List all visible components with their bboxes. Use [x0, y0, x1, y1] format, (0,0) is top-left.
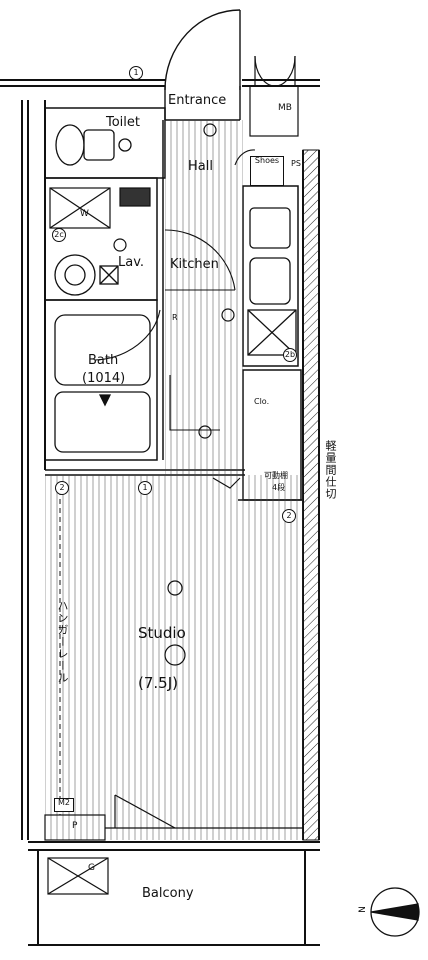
marker-two-right: 2 — [282, 509, 296, 523]
interior-doors — [94, 149, 256, 489]
room-studio-size: (7.5J) — [138, 674, 178, 692]
partition-label: 軽量間仕切 — [324, 440, 337, 500]
hanger-rail-label: ハンガーレール — [56, 600, 69, 684]
right-wall-hatch — [302, 149, 320, 841]
mb-cupboard — [249, 55, 299, 137]
ceiling-lights — [113, 123, 235, 666]
ps-label: PS — [291, 159, 301, 168]
movable-shelf-label: 可動棚 — [264, 471, 288, 480]
marker-one-studio: 1 — [138, 481, 152, 495]
room-hall-label: Hall — [188, 159, 213, 174]
room-balcony-label: Balcony — [142, 886, 194, 901]
compass — [370, 887, 420, 937]
marker-two-kitchen: 2b — [283, 348, 297, 362]
marker-one-top: 1 — [129, 66, 143, 80]
room-lavatory-label: Lav. — [118, 255, 145, 270]
room-toilet-label: Toilet — [106, 115, 141, 130]
m2-label: M2 — [54, 798, 74, 812]
room-kitchen-label: Kitchen — [170, 257, 219, 272]
window-sill — [44, 794, 303, 841]
room-entrance-label: Entrance — [168, 93, 227, 108]
lavatory-basin — [54, 254, 119, 296]
room-bath-label: Bath — [88, 353, 119, 368]
room-bath-size: (1014) — [82, 371, 126, 386]
closet-label: Clo. — [254, 397, 270, 406]
studio-floor — [45, 475, 303, 840]
toilet-fixture — [55, 124, 132, 166]
p-label: P — [72, 821, 78, 831]
compass-north-label: N — [357, 906, 368, 913]
mb-label: MB — [278, 103, 292, 113]
marker-two-lav: 2c — [52, 228, 66, 242]
ac-outdoor-unit — [47, 857, 109, 895]
bathtub — [54, 314, 151, 453]
room-studio-label: Studio — [138, 624, 186, 642]
r-label: R — [172, 313, 178, 322]
shoes-cabinet-label: Shoes — [250, 156, 284, 186]
entrance-door — [164, 9, 241, 120]
kitchen-equipment — [247, 207, 297, 356]
marker-two-left: 2 — [55, 481, 69, 495]
marker-g-label: G — [88, 863, 95, 873]
shelf-count-label: 4段 — [272, 483, 286, 492]
w-label: W — [80, 209, 89, 219]
washing-machine — [49, 187, 151, 229]
hall-floor — [165, 120, 243, 475]
